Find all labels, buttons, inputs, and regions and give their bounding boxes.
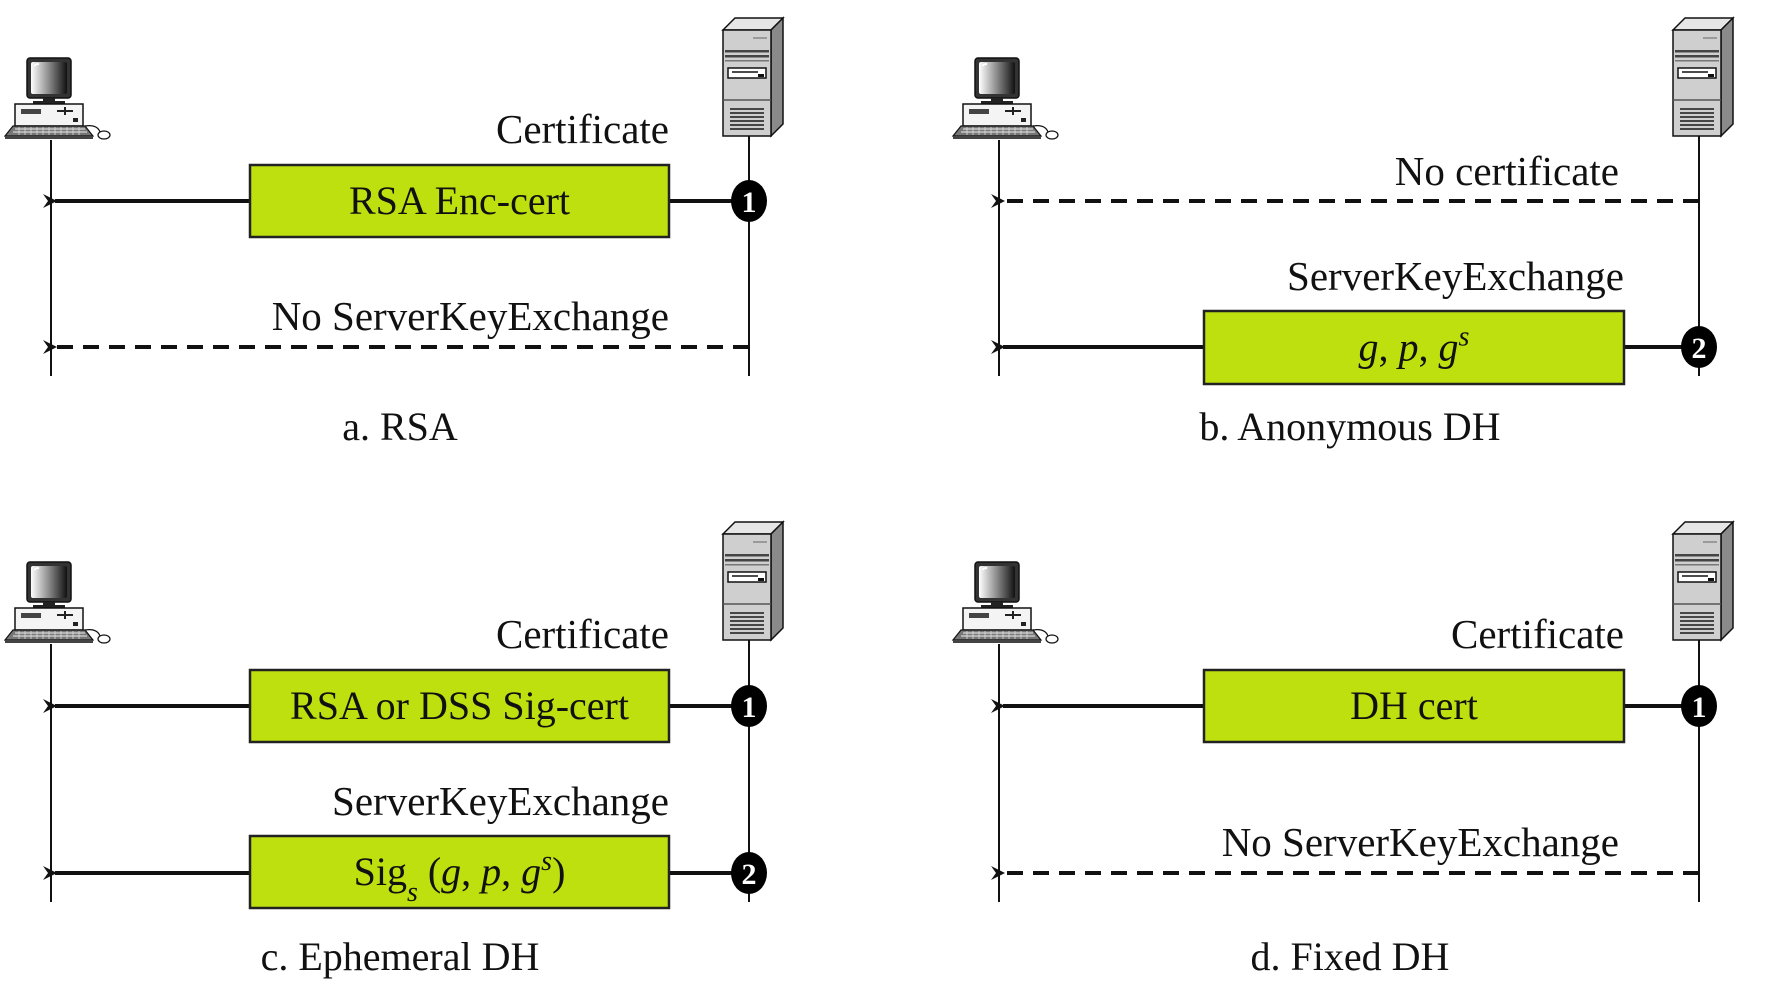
message-label: ServerKeyExchange xyxy=(1287,253,1624,299)
panel-d: Certificate DH cert 1 No ServerKeyExchange d… xyxy=(952,521,1734,979)
message-label: No ServerKeyExchange xyxy=(1222,819,1619,865)
step-badge: 1 xyxy=(1681,685,1717,727)
panel-caption: b. Anonymous DH xyxy=(1199,404,1500,449)
server-tower-icon xyxy=(1672,521,1734,641)
message-box-text: g, p, gs xyxy=(1359,321,1470,370)
desktop-computer-icon xyxy=(4,57,111,140)
message-box xyxy=(248,668,671,744)
desktop-computer-icon xyxy=(952,57,1059,140)
step-badge: 2 xyxy=(1681,326,1717,368)
message-1: No certificate xyxy=(991,148,1699,208)
message-box xyxy=(1202,309,1626,386)
server-tower-icon xyxy=(1672,17,1734,137)
message-label: Certificate xyxy=(1451,611,1624,657)
server-tower-icon xyxy=(722,521,784,641)
message-label: No certificate xyxy=(1395,148,1619,194)
step-badge: 1 xyxy=(731,685,767,727)
panel-caption: d. Fixed DH xyxy=(1251,934,1450,979)
message-box xyxy=(248,163,671,239)
step-badge: 2 xyxy=(731,852,767,894)
message-2: No ServerKeyExchange xyxy=(991,819,1699,880)
step-number: 1 xyxy=(742,186,757,219)
message-1: Certificate DH cert 1 xyxy=(991,611,1717,744)
step-badge: 1 xyxy=(731,180,767,222)
desktop-computer-icon xyxy=(952,561,1059,644)
step-number: 2 xyxy=(742,858,757,891)
message-label: Certificate xyxy=(496,611,669,657)
step-number: 1 xyxy=(1692,691,1707,724)
step-number: 2 xyxy=(1692,332,1707,365)
message-2: ServerKeyExchange g, p, gs 2 xyxy=(991,253,1717,386)
step-number: 1 xyxy=(742,691,757,724)
message-box-text: Sigs (g, p, gs) xyxy=(354,846,566,908)
panel-caption: a. RSA xyxy=(342,404,458,449)
message-box xyxy=(1202,668,1626,744)
message-box xyxy=(248,834,671,910)
message-box-text: DH cert xyxy=(1350,683,1478,728)
message-box-text: RSA or DSS Sig-cert xyxy=(290,683,629,728)
message-label: ServerKeyExchange xyxy=(332,778,669,824)
desktop-computer-icon xyxy=(4,561,111,644)
message-label: No ServerKeyExchange xyxy=(272,293,669,339)
message-label: Certificate xyxy=(496,106,669,152)
message-box-text: RSA Enc-cert xyxy=(349,178,570,223)
panel-caption: c. Ephemeral DH xyxy=(261,934,540,979)
server-tower-icon xyxy=(722,17,784,137)
message-2: No ServerKeyExchange xyxy=(43,293,749,354)
